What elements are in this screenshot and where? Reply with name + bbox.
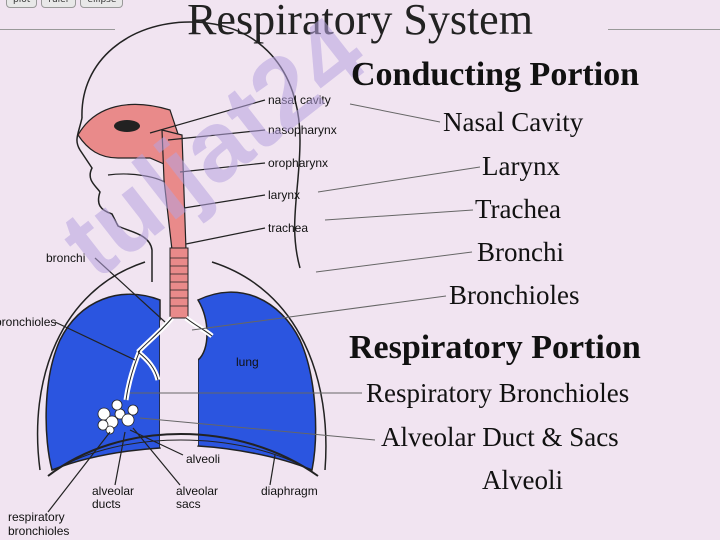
label-alveoli: alveoli [186, 452, 220, 466]
label-lung: lung [236, 355, 259, 369]
label-trachea: trachea [268, 221, 308, 235]
label-alveolar-sacs-2: sacs [176, 497, 201, 511]
label-alveolar-ducts-1: alveolar [92, 484, 134, 498]
oral-outline [107, 173, 171, 187]
item-bronchi: Bronchi [477, 237, 564, 267]
nasal-cavity-shape [77, 103, 181, 171]
leader-lines [47, 99, 276, 513]
item-alveoli: Alveoli [482, 465, 563, 495]
label-nasopharynx: nasopharynx [268, 123, 337, 137]
heading-conducting-portion: Conducting Portion [351, 56, 640, 93]
item-respiratory-bronchioles: Respiratory Bronchioles [366, 378, 630, 408]
label-larynx: larynx [268, 188, 300, 202]
label-respiratory-bronchioles-1: respiratory [8, 510, 65, 524]
label-oropharynx: oropharynx [268, 156, 328, 170]
head-outline [81, 21, 301, 269]
diaphragm-inner [55, 439, 311, 471]
toolbar-tabs: plot ruler ellipse [6, 0, 124, 8]
label-diaphragm: diaphragm [261, 484, 318, 498]
label-respiratory-bronchioles-2: bronchioles [8, 524, 69, 538]
left-lung [45, 293, 161, 472]
face-profile [76, 117, 153, 282]
trachea-shape [169, 247, 189, 319]
item-alveolar-duct-sacs: Alveolar Duct & Sacs [381, 422, 619, 452]
slide-title: Respiratory System [187, 0, 533, 44]
diaphragm-shape [47, 433, 319, 477]
label-nasal-cavity: nasal cavity [268, 93, 331, 107]
label-bronchioles: bronchioles [0, 315, 56, 329]
toolbar-tab-ellipse[interactable]: ellipse [80, 0, 124, 8]
item-nasal-cavity: Nasal Cavity [443, 107, 584, 137]
item-trachea: Trachea [475, 194, 561, 224]
toolbar-tab-plot[interactable]: plot [6, 0, 38, 8]
pharynx-airway [161, 129, 187, 251]
mediastinum [160, 320, 198, 448]
nasal-dark-spot [114, 120, 140, 132]
toolbar-tab-ruler[interactable]: ruler [41, 0, 77, 8]
right-lung [196, 291, 317, 472]
item-bronchioles: Bronchioles [449, 280, 580, 310]
title-rule-left [0, 29, 115, 30]
label-alveolar-sacs-1: alveolar [176, 484, 218, 498]
item-larynx: Larynx [482, 151, 560, 181]
label-alveolar-ducts-2: ducts [92, 497, 121, 511]
alveoli-cluster [97, 399, 139, 435]
label-bronchi: bronchi [46, 251, 85, 265]
trachea-rings [170, 257, 188, 307]
title-rule-right [608, 29, 720, 30]
heading-respiratory-portion: Respiratory Portion [349, 329, 641, 366]
connector-lines [130, 103, 481, 441]
